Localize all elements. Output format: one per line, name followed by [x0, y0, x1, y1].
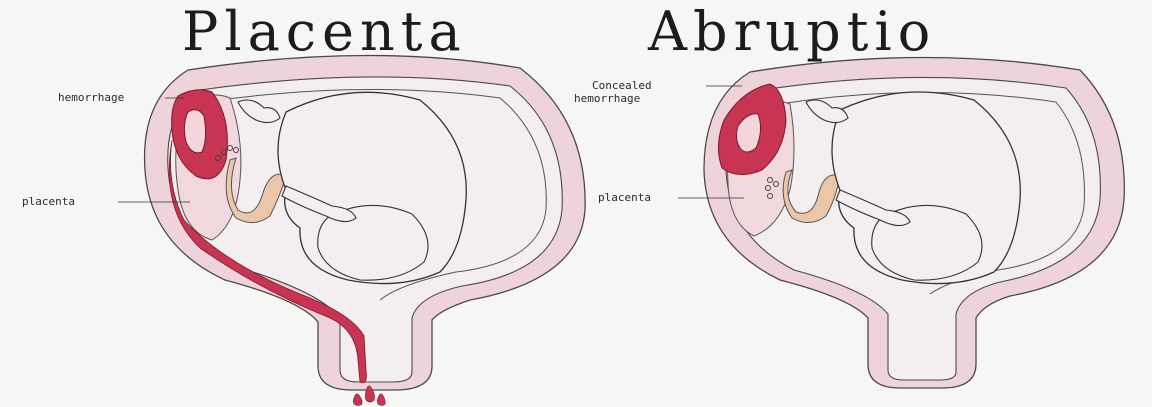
left-blood-drop-3	[377, 394, 385, 406]
label-concealed-hemorrhage: hemorrhage	[574, 93, 640, 105]
left-uterus	[145, 55, 586, 405]
label-placenta-left: placenta	[22, 196, 75, 208]
right-fetus-body	[832, 92, 1020, 284]
label-concealed: Concealed	[592, 80, 652, 92]
label-hemorrhage: hemorrhage	[58, 92, 124, 104]
left-fetus-body	[278, 92, 466, 283]
right-uterus	[704, 57, 1124, 388]
label-placenta-right: placenta	[598, 192, 651, 204]
left-blood-drop-2	[353, 394, 362, 406]
